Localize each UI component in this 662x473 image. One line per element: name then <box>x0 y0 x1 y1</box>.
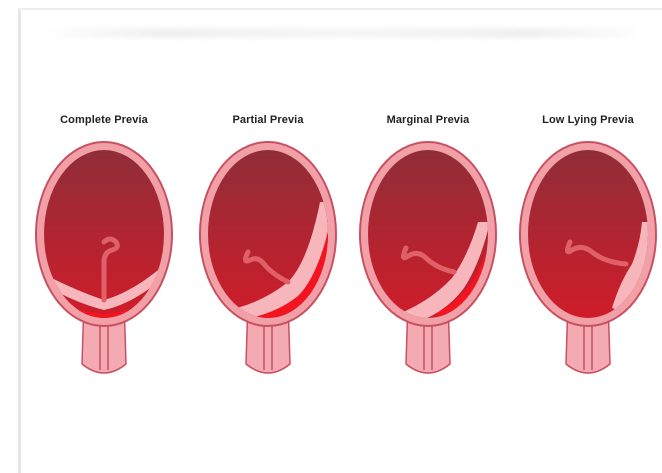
uterus-marginal-previa <box>348 132 508 392</box>
panel-marginal-previa: Marginal Previa <box>348 108 508 398</box>
left-border <box>18 8 21 473</box>
panel-low-lying-previa: Low Lying Previa <box>508 108 662 398</box>
label-low-lying-previa: Low Lying Previa <box>508 114 662 126</box>
panel-complete-previa: Complete Previa <box>24 108 184 398</box>
top-border <box>18 8 662 10</box>
uterus-low-lying-previa <box>508 132 662 392</box>
label-complete-previa: Complete Previa <box>24 114 184 126</box>
panel-partial-previa: Partial Previa <box>188 108 348 398</box>
label-partial-previa: Partial Previa <box>188 114 348 126</box>
label-marginal-previa: Marginal Previa <box>348 114 508 126</box>
uterus-partial-previa <box>188 132 348 392</box>
faded-header-band <box>40 28 650 38</box>
uterus-complete-previa <box>24 132 184 392</box>
